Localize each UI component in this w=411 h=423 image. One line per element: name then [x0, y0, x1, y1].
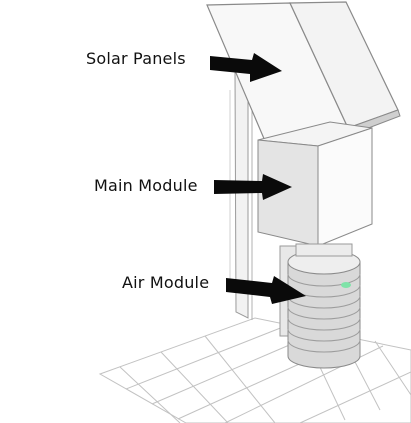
arrow-solar-panels: [210, 53, 282, 82]
main-module-label: Main Module: [94, 176, 198, 195]
arrow-main-module: [214, 174, 292, 200]
air-module-label: Air Module: [122, 273, 210, 292]
status-light: [341, 282, 351, 288]
ground-grid: [98, 317, 411, 423]
arrow-air-module: [226, 276, 306, 304]
solar-panels-label: Solar Panels: [86, 49, 186, 68]
air-module-cylinder: [279, 243, 361, 369]
